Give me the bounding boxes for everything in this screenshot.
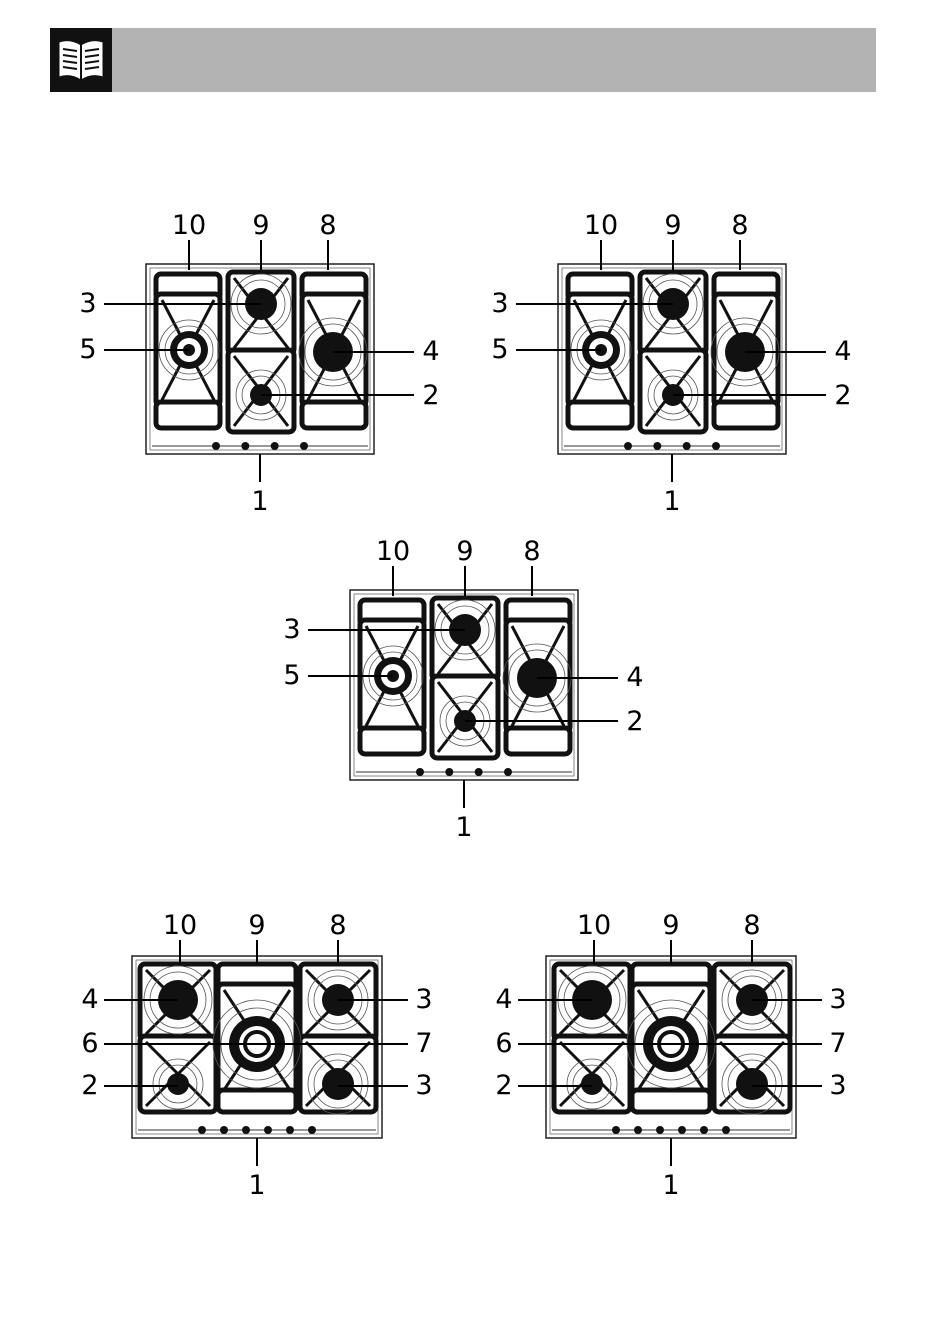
knob <box>220 1126 228 1134</box>
knob <box>264 1126 272 1134</box>
callout-label: 8 <box>319 210 336 241</box>
pan-support <box>156 402 220 428</box>
callout-label: 4 <box>626 662 643 693</box>
callout-label: 5 <box>491 334 508 365</box>
callout-label: 3 <box>415 1070 432 1101</box>
knob <box>416 768 424 776</box>
hob-a: 10 9 8 3 5 4 2 1 <box>79 210 439 517</box>
callout-label: 1 <box>251 486 268 517</box>
knob <box>656 1126 664 1134</box>
callout-label: 9 <box>252 210 269 241</box>
knob <box>712 442 720 450</box>
callout-label: 3 <box>829 984 846 1015</box>
callout-label: 7 <box>829 1028 846 1059</box>
callout-label: 2 <box>495 1070 512 1101</box>
callout-label: 10 <box>577 910 611 941</box>
pan-support <box>714 402 778 428</box>
knob <box>722 1126 730 1134</box>
knob <box>678 1126 686 1134</box>
callout-label: 10 <box>584 210 618 241</box>
callout-label: 2 <box>422 380 439 411</box>
knob <box>683 442 691 450</box>
callout-label: 4 <box>834 336 851 367</box>
knob <box>300 442 308 450</box>
callout-label: 8 <box>731 210 748 241</box>
callout-label: 3 <box>79 288 96 319</box>
callout-label: 9 <box>248 910 265 941</box>
callout-label: 3 <box>829 1070 846 1101</box>
pan-support <box>218 1090 296 1112</box>
callout-label: 4 <box>81 984 98 1015</box>
callout-label: 1 <box>455 812 472 843</box>
callout-label: 9 <box>456 536 473 567</box>
hob-e: 10 9 8 4 6 2 3 7 3 1 <box>495 910 846 1201</box>
knob <box>504 768 512 776</box>
callout-label: 2 <box>834 380 851 411</box>
knob <box>700 1126 708 1134</box>
hob-d: 10 9 8 4 6 2 3 7 3 1 <box>81 910 432 1201</box>
callout-label: 1 <box>662 1170 679 1201</box>
callout-label: 2 <box>81 1070 98 1101</box>
callout-label: 3 <box>283 614 300 645</box>
callout-label: 10 <box>172 210 206 241</box>
hob-b: 10 9 8 3 5 4 2 1 <box>491 210 851 517</box>
callout-label: 3 <box>491 288 508 319</box>
knob <box>308 1126 316 1134</box>
callout-label: 1 <box>248 1170 265 1201</box>
callout-label: 3 <box>415 984 432 1015</box>
callout-label: 7 <box>415 1028 432 1059</box>
callout-label: 9 <box>664 210 681 241</box>
callout-label: 4 <box>422 336 439 367</box>
pan-support <box>360 728 424 754</box>
knob <box>242 1126 250 1134</box>
hob-c: 10 9 8 3 5 4 2 1 <box>283 536 643 843</box>
callout-label: 10 <box>163 910 197 941</box>
callout-label: 8 <box>743 910 760 941</box>
callout-label: 4 <box>495 984 512 1015</box>
knob <box>198 1126 206 1134</box>
knob <box>241 442 249 450</box>
knob <box>612 1126 620 1134</box>
callout-label: 2 <box>626 706 643 737</box>
callout-label: 8 <box>329 910 346 941</box>
knob <box>286 1126 294 1134</box>
knob <box>624 442 632 450</box>
callout-label: 9 <box>662 910 679 941</box>
callout-label: 6 <box>81 1028 98 1059</box>
pan-support <box>506 728 570 754</box>
pan-support <box>568 402 632 428</box>
callout-label: 8 <box>523 536 540 567</box>
knob <box>634 1126 642 1134</box>
knob <box>475 768 483 776</box>
knob <box>445 768 453 776</box>
pan-support <box>632 1090 710 1112</box>
callout-label: 5 <box>79 334 96 365</box>
knob <box>212 442 220 450</box>
knob <box>271 442 279 450</box>
pan-support <box>302 402 366 428</box>
knob <box>653 442 661 450</box>
callout-label: 10 <box>376 536 410 567</box>
callout-label: 1 <box>663 486 680 517</box>
callout-label: 5 <box>283 660 300 691</box>
callout-label: 6 <box>495 1028 512 1059</box>
